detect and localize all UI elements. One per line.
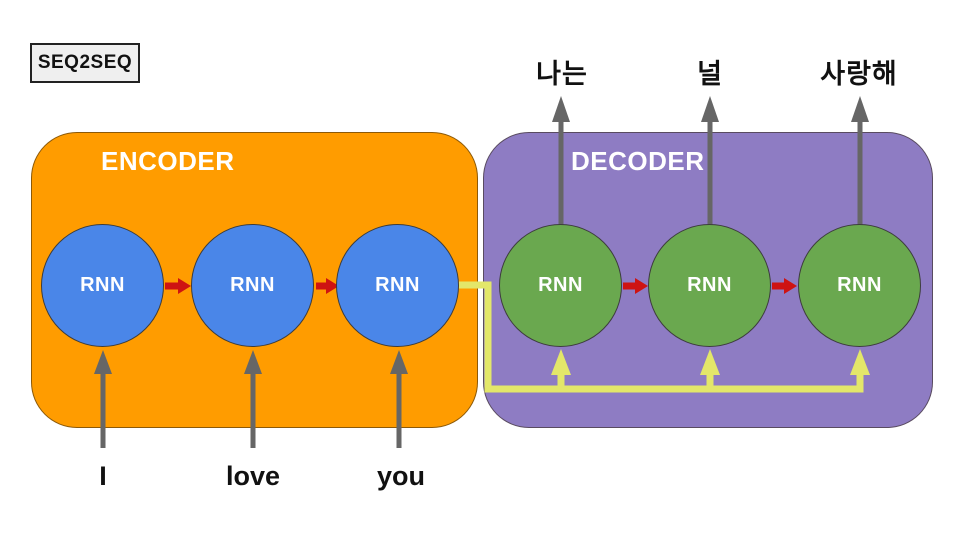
- decoder-rnn-node-2: RNN: [648, 224, 771, 347]
- output-arrow-icon: [701, 96, 719, 122]
- context-vector-path: [459, 281, 864, 393]
- input-word-2: love: [225, 461, 281, 491]
- context-vector-arrow-icon: [551, 349, 571, 375]
- hidden-state-arrow-icon: [178, 278, 191, 294]
- context-vector-arrow-icon: [850, 349, 870, 375]
- encoder-rnn-node-1: RNN: [41, 224, 164, 347]
- input-arrow-icon: [390, 350, 408, 374]
- hidden-state-arrow-icon: [326, 278, 339, 294]
- input-arrow-icon: [94, 350, 112, 374]
- encoder-rnn-node-3: RNN: [336, 224, 459, 347]
- hidden-state-arrow-icon: [784, 278, 797, 294]
- decoder-rnn-node-3: RNN: [798, 224, 921, 347]
- output-word-1: 나는: [536, 59, 588, 89]
- output-word-3: 사랑해: [820, 59, 898, 89]
- input-word-3: you: [376, 461, 425, 491]
- decoder-label: DECODER: [571, 146, 705, 176]
- output-arrow-icon: [552, 96, 570, 122]
- output-word-2: 널: [697, 59, 723, 89]
- output-arrow-icon: [851, 96, 869, 122]
- encoder-label: ENCODER: [101, 146, 235, 176]
- context-vector-arrow-icon: [700, 349, 720, 375]
- input-arrow-icon: [244, 350, 262, 374]
- input-word-1: I: [99, 461, 107, 491]
- encoder-rnn-node-2: RNN: [191, 224, 314, 347]
- decoder-rnn-node-1: RNN: [499, 224, 622, 347]
- seq2seq-title-badge: SEQ2SEQ: [30, 43, 140, 83]
- hidden-state-arrow-icon: [635, 278, 648, 294]
